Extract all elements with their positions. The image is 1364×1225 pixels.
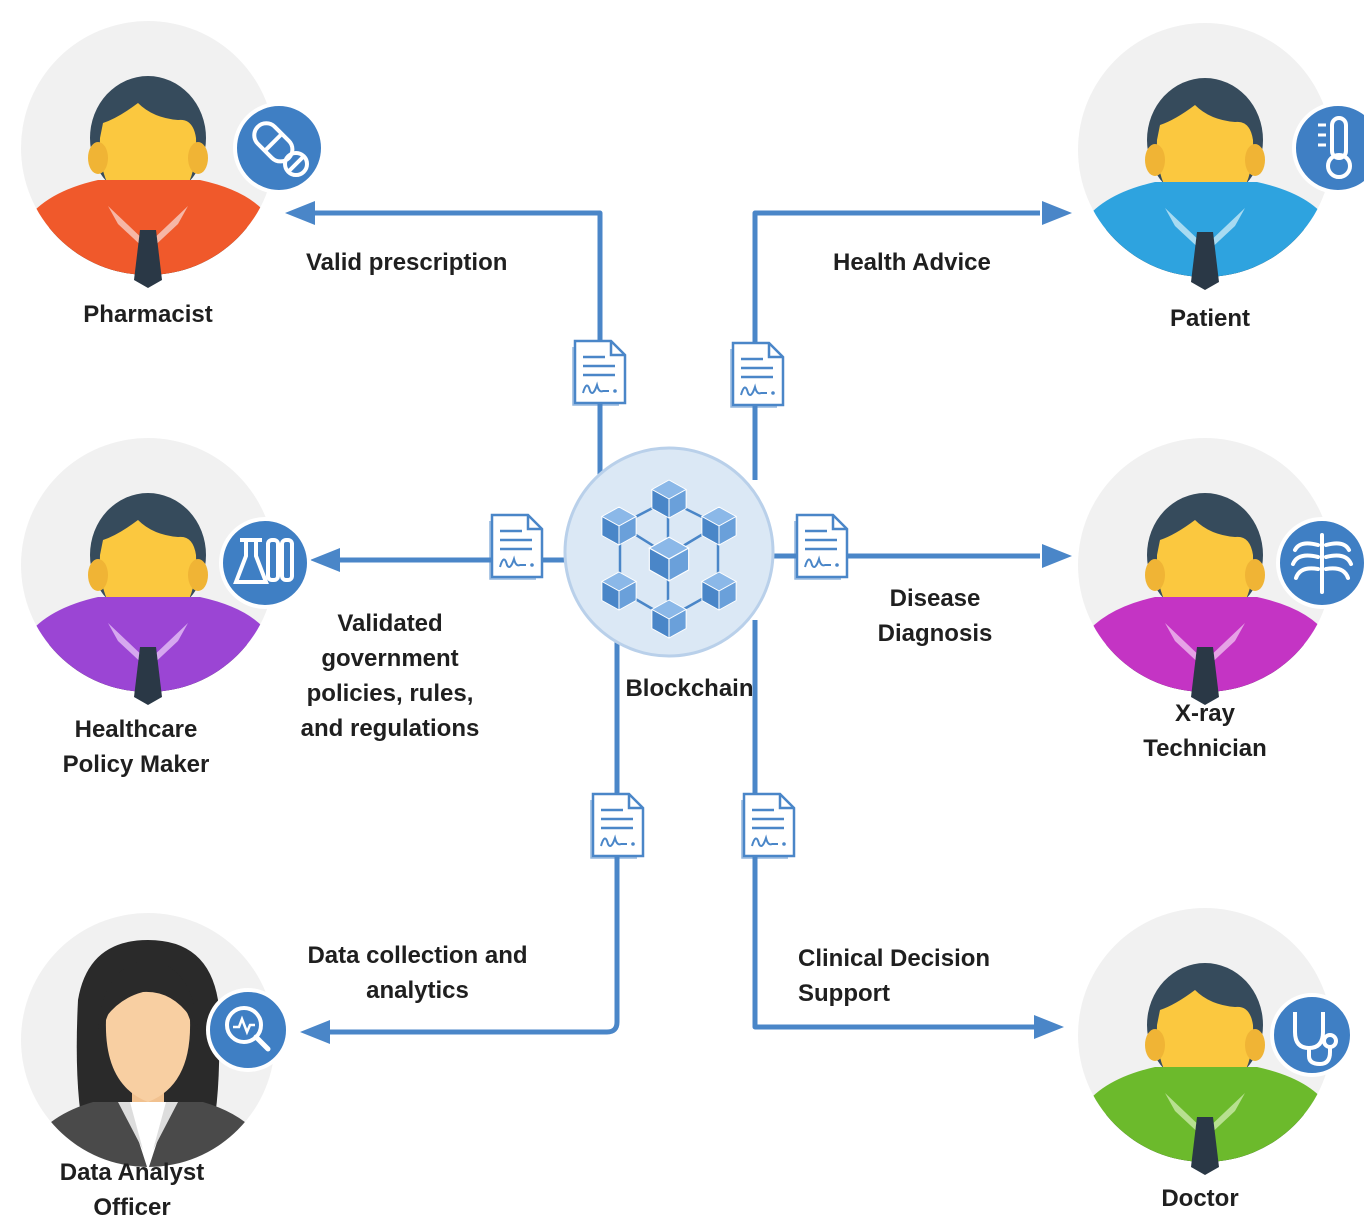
stethoscope-icon (1270, 993, 1354, 1077)
flow-label-doctor: Clinical Decision Support (798, 945, 991, 1007)
flow-label-pharmacist: Valid prescription (306, 249, 508, 276)
ribcage-icon (1276, 517, 1364, 609)
flow-line-doctor (752, 620, 1035, 1030)
actor-label-pharmacist: Pharmacist (83, 301, 213, 328)
flow-line-data-analyst (330, 640, 620, 1035)
arrowhead-data-analyst (300, 1020, 330, 1044)
pill-icon (233, 102, 325, 194)
actor-label-policy-maker: Healthcare Policy Maker (62, 716, 210, 778)
arrowhead-patient (1042, 201, 1072, 225)
signed-document-icon (729, 341, 785, 408)
analytics-search-icon (206, 988, 290, 1072)
thermometer-icon (1292, 102, 1364, 194)
signed-document-icon (740, 792, 796, 859)
arrowhead-xray-technician (1042, 544, 1072, 568)
actor-label-doctor: Doctor (1161, 1185, 1239, 1212)
actor-label-patient: Patient (1169, 305, 1250, 332)
arrowheads (285, 201, 1072, 1044)
arrowhead-pharmacist (285, 201, 315, 225)
blockchain-hub (563, 446, 775, 658)
flow-label-patient: Health Advice (833, 249, 991, 276)
lab-flask-icon (219, 517, 311, 609)
arrowhead-doctor (1034, 1015, 1064, 1039)
signed-document-icon (571, 339, 627, 406)
signed-document-icon (589, 792, 645, 859)
blockchain-label: Blockchain (625, 675, 754, 702)
flow-label-policy-maker: Validated government policies, rules, an… (300, 610, 480, 742)
signed-document-icon (488, 513, 544, 580)
arrowhead-policy-maker (310, 548, 340, 572)
actor-label-data-analyst: Data Analyst Officer (59, 1159, 205, 1221)
flow-label-xray-technician: Disease Diagnosis (877, 585, 993, 647)
signed-document-icon (793, 513, 849, 580)
flow-label-data-analyst: Data collection and analytics (307, 942, 528, 1004)
actor-label-xray-technician: X-ray Technician (1143, 700, 1267, 762)
